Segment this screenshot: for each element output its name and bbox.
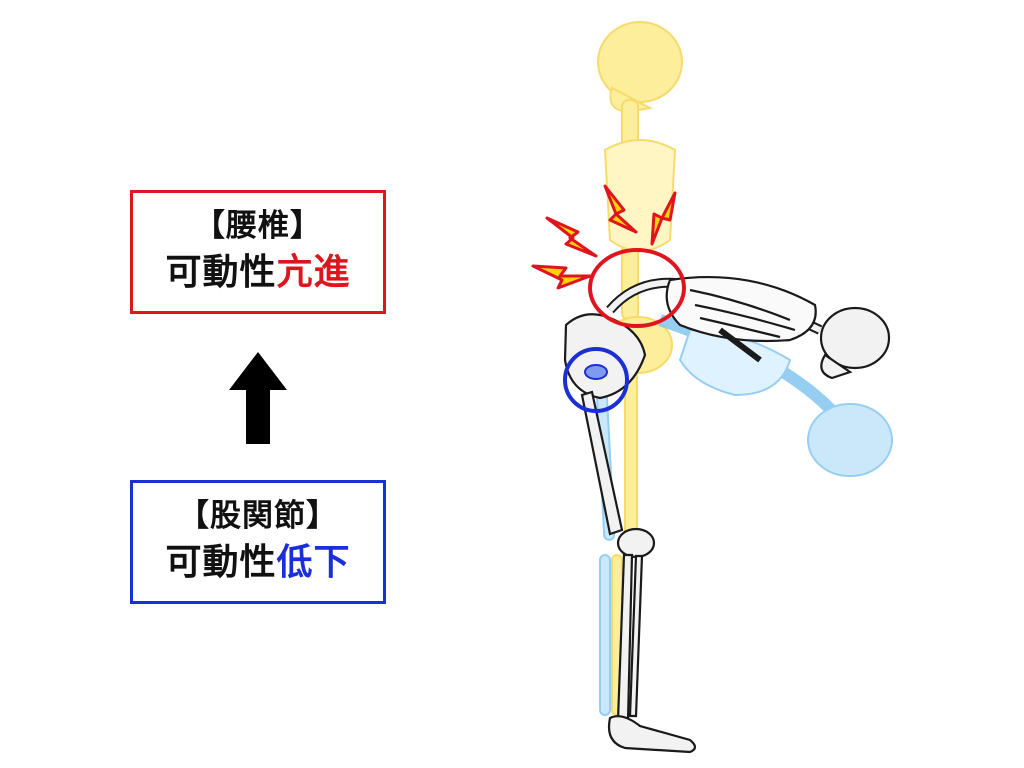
pain-bolt-icon [545,216,598,258]
pain-bolt-icon [531,264,592,290]
hip-joint-head [584,364,608,380]
hip-status-highlight: 低下 [276,542,351,583]
pain-bolt-icon [603,184,638,234]
pain-bolt-icon [650,191,677,246]
bent-ghost-skeleton [594,314,893,716]
lumbar-status-prefix: 可動性 [165,252,277,293]
hip-highlight-ring [563,347,629,413]
up-arrow-icon [229,352,287,444]
hip-label-box: 【股関節】 可動性低下 [130,480,386,604]
lumbar-status-highlight: 亢進 [276,252,351,293]
hip-title: 【股関節】 [178,498,338,534]
lumbar-status: 可動性亢進 [133,253,383,293]
pain-bolts [531,184,677,290]
hip-status: 可動性低下 [133,543,383,583]
lumbar-title: 【腰椎】 [194,208,322,244]
lumbar-highlight-ring [588,248,686,328]
lumbar-label-box: 【腰椎】 可動性亢進 [130,190,386,314]
bent-skeleton [563,275,891,754]
hip-status-prefix: 可動性 [165,542,277,583]
